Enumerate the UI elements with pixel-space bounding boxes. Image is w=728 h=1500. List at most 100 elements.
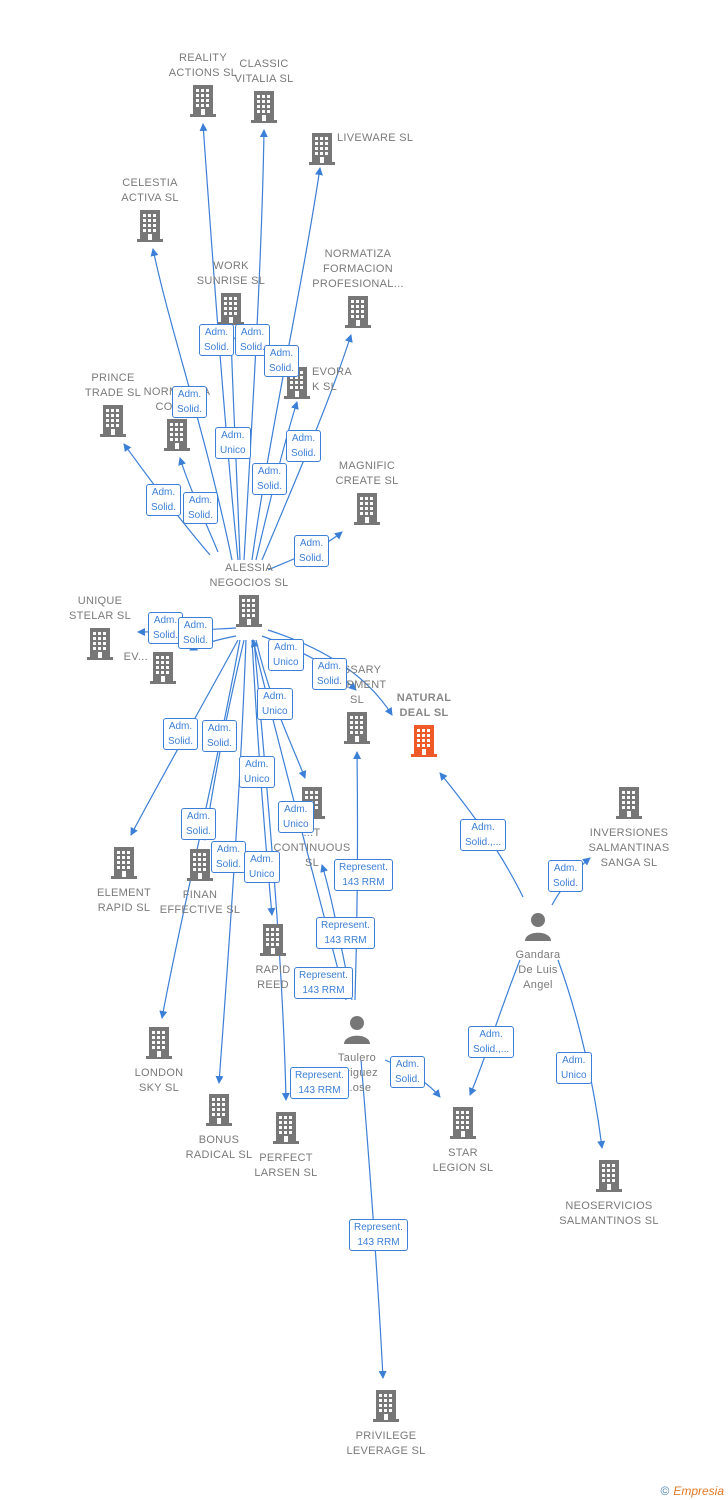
edge-role-label[interactable]: Adm. Solid.,... [460, 819, 507, 851]
building-icon [302, 491, 432, 530]
node-reality[interactable]: REALITY ACTIONS SL [138, 51, 268, 124]
node-label: ALESSIA NEGOCIOS SL [209, 562, 289, 589]
node-neoservicios[interactable]: NEOSERVICIOS SALMANTINOS SL [544, 1156, 674, 1229]
building-icon [564, 785, 694, 824]
node-privilege[interactable]: PRIVILEGE LEVERAGE SL [321, 1386, 451, 1459]
building-icon [321, 1388, 451, 1427]
building-icon [293, 294, 423, 333]
edge-role-label[interactable]: Adm. Unico [239, 756, 275, 788]
building-icon [48, 403, 178, 442]
node-inversiones[interactable]: INVERSIONES SALMANTINAS SANGA SL [564, 783, 694, 871]
brand-logo[interactable]: Empresia [673, 1484, 724, 1498]
edge-role-label[interactable]: Represent. 143 RRM [294, 967, 353, 999]
building-icon [359, 723, 489, 762]
edge-role-label[interactable]: Adm. Solid. [146, 484, 182, 516]
edge-role-label[interactable]: Adm. Solid.,... [468, 1026, 515, 1058]
node-classic[interactable]: CLASSIC VITALIA SL [199, 57, 329, 130]
edge-role-label[interactable]: Adm. Solid. [211, 841, 247, 873]
node-label: LIVEWARE SL [337, 132, 414, 144]
node-celestia[interactable]: CELESTIA ACTIVA SL [85, 176, 215, 249]
building-icon [257, 131, 387, 170]
building-icon [292, 710, 422, 749]
node-london[interactable]: LONDON SKY SL [94, 1023, 224, 1096]
node-label: LONDON SKY SL [134, 1067, 184, 1094]
building-icon [94, 1025, 224, 1064]
node-label: PRIVILEGE LEVERAGE SL [346, 1430, 426, 1457]
node-label: CELESTIA ACTIVA SL [121, 177, 179, 204]
node-natural[interactable]: NATURAL DEAL SL [359, 691, 489, 764]
edge-role-label[interactable]: Adm. Unico [244, 851, 280, 883]
edge-role-label[interactable]: Adm. Unico [278, 801, 314, 833]
edge-role-label[interactable]: Adm. Solid. [163, 718, 199, 750]
node-label: PRINCE TRADE SL [84, 372, 142, 399]
node-ev[interactable]: EV... [98, 648, 228, 691]
node-gandara[interactable]: Gandara De Luis Angel [473, 909, 603, 993]
building-icon [398, 1105, 528, 1144]
edge-role-label[interactable]: Adm. Solid. [312, 658, 348, 690]
node-label: MAGNIFIC CREATE SL [335, 460, 399, 487]
node-label: EVORA K SL [312, 366, 353, 393]
building-icon [35, 626, 165, 665]
node-label: STAR LEGION SL [432, 1147, 494, 1174]
edge-role-label[interactable]: Adm. Unico [215, 427, 251, 459]
edge-role-label[interactable]: Represent. 143 RRM [349, 1219, 408, 1251]
node-prince[interactable]: PRINCE TRADE SL [48, 371, 178, 444]
edge-role-label[interactable]: Adm. Solid. [181, 808, 217, 840]
node-alessia[interactable]: ALESSIA NEGOCIOS SL [184, 561, 314, 634]
node-label: Gandara De Luis Angel [515, 949, 561, 991]
node-label: NORMATIZA FORMACION PROFESIONAL... [312, 248, 404, 290]
node-normatiza_form[interactable]: NORMATIZA FORMACION PROFESIONAL... [293, 247, 423, 335]
node-work[interactable]: WORK SUNRISE SL [166, 259, 296, 332]
edge-role-label[interactable]: Adm. Unico [556, 1052, 592, 1084]
edge-role-label[interactable]: Adm. Solid. [252, 463, 288, 495]
edge-role-label[interactable]: Adm. Unico [268, 639, 304, 671]
edge-role-label[interactable]: Adm. Solid. [199, 324, 235, 356]
person-icon [292, 1014, 422, 1049]
edge-role-label[interactable]: Adm. Solid. [548, 860, 584, 892]
edge-role-label[interactable]: Represent. 143 RRM [334, 859, 393, 891]
edge-role-label[interactable]: Adm. Solid. [202, 720, 238, 752]
node-unique[interactable]: UNIQUE STELAR SL [35, 594, 165, 667]
building-icon [138, 83, 268, 122]
building-icon [221, 1110, 351, 1149]
node-magnific[interactable]: MAGNIFIC CREATE SL [302, 459, 432, 532]
edge-role-label[interactable]: Adm. Solid. [286, 430, 322, 462]
edge-alessia-to-rapid [251, 639, 276, 916]
node-rapid[interactable]: RAPID REED [208, 920, 338, 993]
edge-role-label[interactable]: Adm. Solid. [172, 386, 208, 418]
building-icon [59, 845, 189, 884]
person-icon [473, 911, 603, 946]
node-finan[interactable]: FINAN EFFECTIVE SL [135, 845, 265, 918]
node-star[interactable]: STAR LEGION SL [398, 1103, 528, 1176]
copyright-symbol: © [660, 1484, 670, 1498]
node-label: REALITY ACTIONS SL [168, 52, 238, 79]
edge-role-label[interactable]: Adm. Solid. [264, 345, 300, 377]
edge-role-label[interactable]: Adm. Solid. [178, 617, 214, 649]
node-label: BONUS RADICAL SL [185, 1134, 253, 1161]
edge-role-label[interactable]: Adm. Unico [257, 688, 293, 720]
node-label: INVERSIONES SALMANTINAS SANGA SL [588, 827, 670, 869]
edge-role-label[interactable]: Represent. 143 RRM [316, 917, 375, 949]
building-icon [184, 593, 314, 632]
edge-role-label[interactable]: Adm. Solid. [390, 1056, 426, 1088]
edge-role-label[interactable]: Adm. Solid. [294, 535, 330, 567]
building-icon [166, 291, 296, 330]
node-perfect[interactable]: PERFECT LARSEN SL [221, 1108, 351, 1181]
edge-role-label[interactable]: Represent. 143 RRM [290, 1067, 349, 1099]
building-icon [208, 922, 338, 961]
node-label: UNIQUE STELAR SL [68, 595, 131, 622]
edge-role-label[interactable]: Adm. Solid. [183, 492, 219, 524]
building-icon [544, 1158, 674, 1197]
node-label: RAPID REED [255, 964, 291, 991]
node-label: WORK SUNRISE SL [196, 260, 266, 287]
node-label: ...T CONTINUOUS SL [273, 827, 351, 869]
node-element[interactable]: ELEMENT RAPID SL [59, 843, 189, 916]
building-icon [154, 1092, 284, 1131]
node-bonus[interactable]: BONUS RADICAL SL [154, 1090, 284, 1163]
building-icon [135, 847, 265, 886]
node-liveware[interactable]: LIVEWARE SL [257, 129, 413, 172]
building-icon [199, 89, 329, 128]
node-label: PERFECT LARSEN SL [254, 1152, 318, 1179]
edge-role-label[interactable]: Adm. Solid. [148, 612, 184, 644]
building-icon [112, 417, 242, 456]
